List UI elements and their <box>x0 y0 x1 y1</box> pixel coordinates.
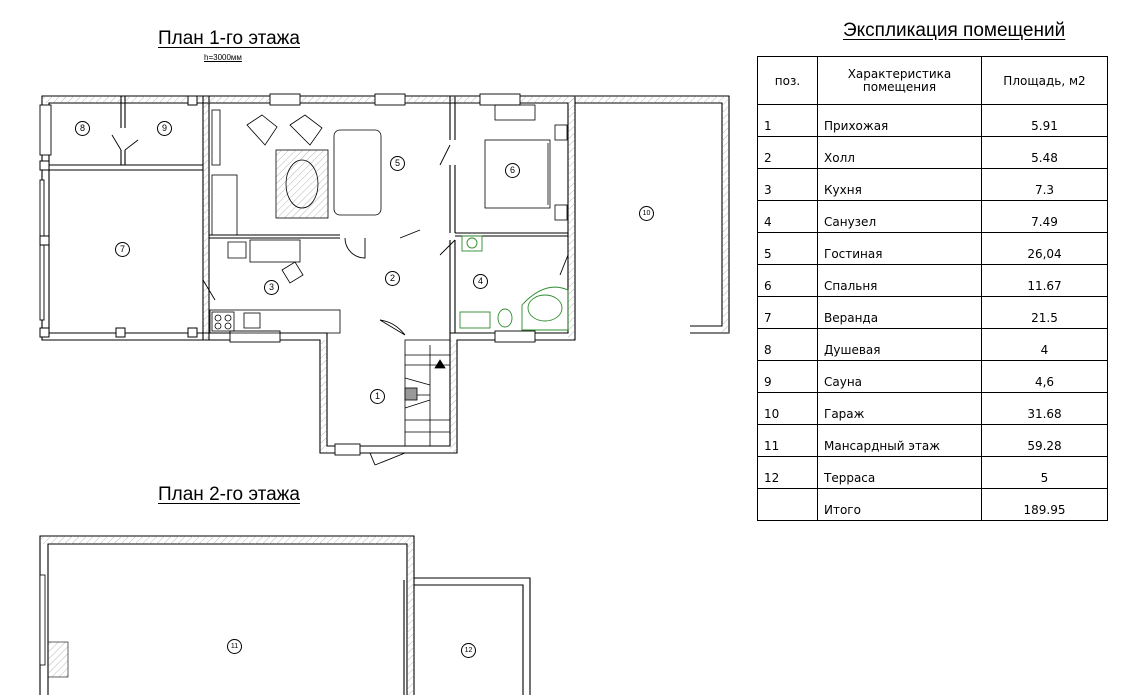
cell-area: 31.68 <box>981 392 1108 425</box>
room-marker-1: 1 <box>370 389 385 404</box>
room-marker-7: 7 <box>115 242 130 257</box>
cell-pos: 3 <box>757 168 818 201</box>
kitchen-furniture <box>209 239 341 334</box>
room-marker-9: 9 <box>157 121 172 136</box>
cell-pos <box>757 488 818 521</box>
cell-pos: 9 <box>757 360 818 393</box>
cell-name: Гостиная <box>817 232 982 265</box>
header-area: Площадь, м2 <box>981 56 1108 105</box>
room-marker-3: 3 <box>264 280 279 295</box>
header-pos: поз. <box>757 56 818 105</box>
cell-pos: 5 <box>757 232 818 265</box>
cell-pos: 8 <box>757 328 818 361</box>
plan2-walls <box>39 535 531 695</box>
living-room-furniture <box>211 109 382 236</box>
cell-name: Прихожая <box>817 104 982 137</box>
cell-name: Кухня <box>817 168 982 201</box>
room-marker-5: 5 <box>390 156 405 171</box>
plan2-title: План 2-го этажа <box>158 484 300 505</box>
cell-area: 7.3 <box>981 168 1108 201</box>
room-marker-2: 2 <box>385 271 400 286</box>
cell-pos: 4 <box>757 200 818 233</box>
header-name: Характеристика помещения <box>817 56 982 105</box>
cell-pos: 10 <box>757 392 818 425</box>
bathroom-fixtures <box>459 235 569 331</box>
cell-area: 4 <box>981 328 1108 361</box>
cell-area: 59.28 <box>981 424 1108 457</box>
cell-pos: 2 <box>757 136 818 169</box>
cell-name: Мансардный этаж <box>817 424 982 457</box>
floor-plans-drawing <box>39 93 730 695</box>
cell-name: Спальня <box>817 264 982 297</box>
cell-area: 5.48 <box>981 136 1108 169</box>
room-marker-8: 8 <box>75 121 90 136</box>
cell-area: 11.67 <box>981 264 1108 297</box>
cell-area: 21.5 <box>981 296 1108 329</box>
room-marker-6: 6 <box>505 163 520 178</box>
cell-pos: 6 <box>757 264 818 297</box>
cell-area: 4,6 <box>981 360 1108 393</box>
cell-name: Санузел <box>817 200 982 233</box>
cell-area: 26,04 <box>981 232 1108 265</box>
table-header-row: поз. Характеристика помещения Площадь, м… <box>757 56 1108 105</box>
plan1-title: План 1-го этажа <box>158 28 300 49</box>
cell-area: 7.49 <box>981 200 1108 233</box>
explication-table: поз. Характеристика помещения Площадь, м… <box>757 56 1108 521</box>
cell-pos: 7 <box>757 296 818 329</box>
header-name-line2: помещения <box>862 79 937 94</box>
explication-title: Экспликация помещений <box>843 20 1066 41</box>
room-marker-4: 4 <box>473 274 488 289</box>
cell-name: Итого <box>817 488 982 521</box>
plan1-height-note: h=3000мм <box>204 53 242 62</box>
cell-name: Душевая <box>817 328 982 361</box>
stairs <box>404 339 451 447</box>
cell-name: Веранда <box>817 296 982 329</box>
header-name-line1: Характеристика <box>847 66 952 81</box>
bedroom-furniture <box>484 104 568 221</box>
cell-pos: 12 <box>757 456 818 489</box>
room-marker-10: 10 <box>639 206 654 221</box>
cell-area: 189.95 <box>981 488 1108 521</box>
cell-name: Терраса <box>817 456 982 489</box>
cell-name: Сауна <box>817 360 982 393</box>
cell-pos: 1 <box>757 104 818 137</box>
room-marker-11: 11 <box>227 639 242 654</box>
cell-area: 5 <box>981 456 1108 489</box>
cell-area: 5.91 <box>981 104 1108 137</box>
room-marker-12: 12 <box>461 643 476 658</box>
cell-pos: 11 <box>757 424 818 457</box>
cell-name: Холл <box>817 136 982 169</box>
cell-name: Гараж <box>817 392 982 425</box>
